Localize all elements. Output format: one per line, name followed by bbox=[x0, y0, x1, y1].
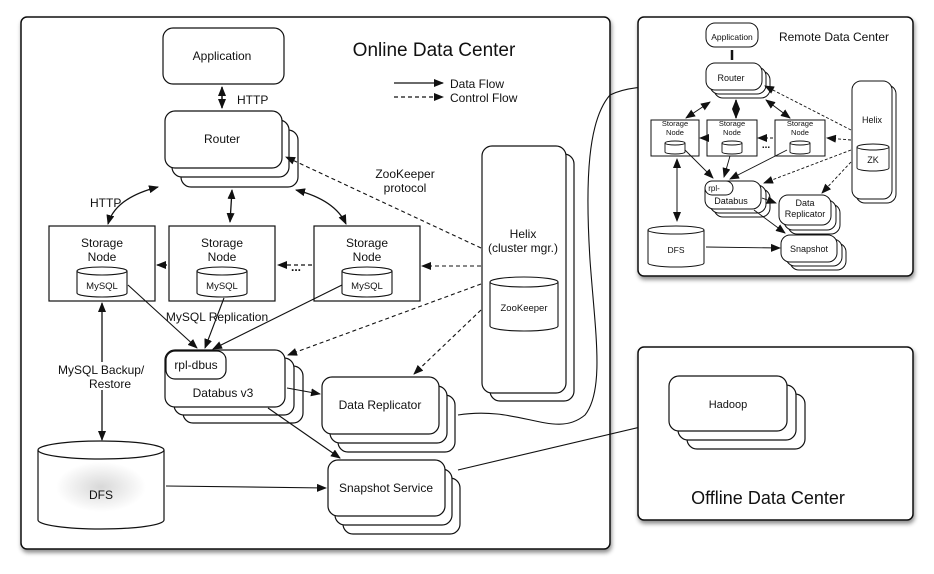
remote-application-node[interactable]: Application bbox=[705, 22, 759, 48]
zookeeper-label: ZooKeeper bbox=[500, 303, 547, 314]
dfs-database[interactable]: DFS bbox=[37, 440, 165, 530]
remote-title: Remote Data Center bbox=[779, 30, 889, 44]
storage-node-label: Node bbox=[88, 250, 117, 264]
database-icon bbox=[664, 140, 686, 155]
remote-router-label: Router bbox=[717, 73, 744, 83]
offline-data-center: Hadoop Offline Data Center bbox=[637, 346, 914, 521]
remote-data-replicator-label: Data bbox=[795, 198, 814, 208]
storage-node-3[interactable]: Storage Node MySQL bbox=[313, 225, 421, 302]
databus-label: Databus v3 bbox=[193, 386, 254, 400]
rpl-dbus-label: rpl-dbus bbox=[174, 358, 217, 372]
remote-storage-label: Node bbox=[666, 128, 684, 137]
storage-node-2[interactable]: Storage Node MySQL bbox=[168, 225, 276, 302]
remote-helix-label: Helix bbox=[862, 115, 883, 125]
mysql-label: MySQL bbox=[351, 281, 383, 292]
mysql-label: MySQL bbox=[86, 281, 118, 292]
helix-label-sub: (cluster mgr.) bbox=[488, 241, 558, 255]
remote-storage-label: Node bbox=[723, 128, 741, 137]
zk-protocol-line2: protocol bbox=[384, 181, 427, 195]
http-label-app: HTTP bbox=[237, 93, 268, 107]
legend-control-flow: Control Flow bbox=[450, 91, 518, 105]
remote-rpl-label: rpl- bbox=[708, 184, 720, 193]
snapshot-service-node[interactable]: Snapshot Service bbox=[327, 459, 461, 535]
remote-storage-node-3[interactable]: Storage Node bbox=[774, 119, 826, 157]
remote-helix-node[interactable]: Helix ZK bbox=[851, 80, 897, 204]
legend-data-flow: Data Flow bbox=[450, 77, 504, 91]
remote-dfs-label: DFS bbox=[668, 245, 685, 255]
snapshot-service-label: Snapshot Service bbox=[339, 481, 433, 495]
remote-zk-label: ZK bbox=[867, 155, 879, 165]
remote-data-replicator-label-2: Replicator bbox=[785, 209, 826, 219]
zk-database-icon bbox=[856, 143, 890, 172]
storage-node-label: Node bbox=[208, 250, 237, 264]
hadoop-node[interactable]: Hadoop bbox=[668, 375, 806, 450]
remote-storage-label: Storage bbox=[719, 119, 745, 128]
remote-application-label: Application bbox=[711, 32, 753, 42]
replication-link-to-remote bbox=[457, 85, 705, 425]
database-icon bbox=[789, 140, 811, 155]
storage-node-label: Storage bbox=[81, 236, 123, 250]
storage-ellipsis: ... bbox=[291, 260, 301, 274]
storage-node-label: Storage bbox=[346, 236, 388, 250]
backup-restore-label: MySQL Backup/ bbox=[58, 363, 145, 377]
online-data-center: Online Data Center Data Flow Control Flo… bbox=[20, 16, 611, 550]
helix-label: Helix bbox=[510, 227, 537, 241]
remote-databus-label: Databus bbox=[714, 196, 748, 206]
storage-node-label: Node bbox=[353, 250, 382, 264]
remote-snapshot-label: Snapshot bbox=[790, 244, 829, 254]
databus-node[interactable]: rpl-dbus Databus v3 bbox=[164, 349, 304, 424]
helix-node[interactable]: Helix (cluster mgr.) ZooKeeper bbox=[481, 145, 575, 402]
router-label: Router bbox=[204, 132, 240, 146]
zk-protocol-line1: ZooKeeper bbox=[375, 167, 434, 181]
remote-data-replicator-node[interactable]: Data Replicator bbox=[778, 194, 841, 235]
remote-snapshot-node[interactable]: Snapshot bbox=[780, 234, 847, 271]
mysql-label: MySQL bbox=[206, 281, 238, 292]
remote-storage-label: Storage bbox=[787, 119, 813, 128]
data-replicator-node[interactable]: Data Replicator bbox=[321, 376, 456, 453]
application-label: Application bbox=[193, 49, 252, 63]
legend: Data Flow Control Flow bbox=[394, 77, 518, 105]
remote-router-node[interactable]: Router bbox=[705, 62, 771, 99]
snapshot-link-to-hadoop bbox=[457, 419, 667, 471]
online-title: Online Data Center bbox=[353, 40, 516, 61]
router-node[interactable]: Router bbox=[164, 110, 299, 188]
database-icon bbox=[721, 140, 743, 155]
remote-databus-node[interactable]: rpl- Databus bbox=[704, 180, 771, 218]
remote-storage-label: Storage bbox=[662, 119, 688, 128]
offline-title: Offline Data Center bbox=[691, 488, 845, 508]
remote-storage-label: Node bbox=[791, 128, 809, 137]
mysql-database-icon bbox=[196, 266, 248, 298]
hadoop-label: Hadoop bbox=[709, 399, 748, 411]
dfs-label: DFS bbox=[89, 488, 113, 502]
storage-node-label: Storage bbox=[201, 236, 243, 250]
backup-restore-label-2: Restore bbox=[89, 377, 131, 391]
remote-dfs-database[interactable]: DFS bbox=[647, 225, 705, 268]
storage-node-1[interactable]: Storage Node MySQL bbox=[48, 225, 156, 302]
remote-storage-node-1[interactable]: Storage Node bbox=[650, 119, 700, 157]
zookeeper-database-icon bbox=[489, 276, 559, 332]
mysql-database-icon bbox=[341, 266, 393, 298]
mysql-database-icon bbox=[76, 266, 128, 298]
application-node[interactable]: Application bbox=[162, 27, 285, 85]
mysql-replication-label: MySQL Replication bbox=[166, 310, 268, 324]
remote-storage-ellipsis: ... bbox=[762, 140, 771, 151]
remote-storage-node-2[interactable]: Storage Node bbox=[706, 119, 758, 157]
data-replicator-label: Data Replicator bbox=[339, 398, 422, 412]
remote-data-center: Remote Data Center Application Router St… bbox=[637, 16, 914, 277]
